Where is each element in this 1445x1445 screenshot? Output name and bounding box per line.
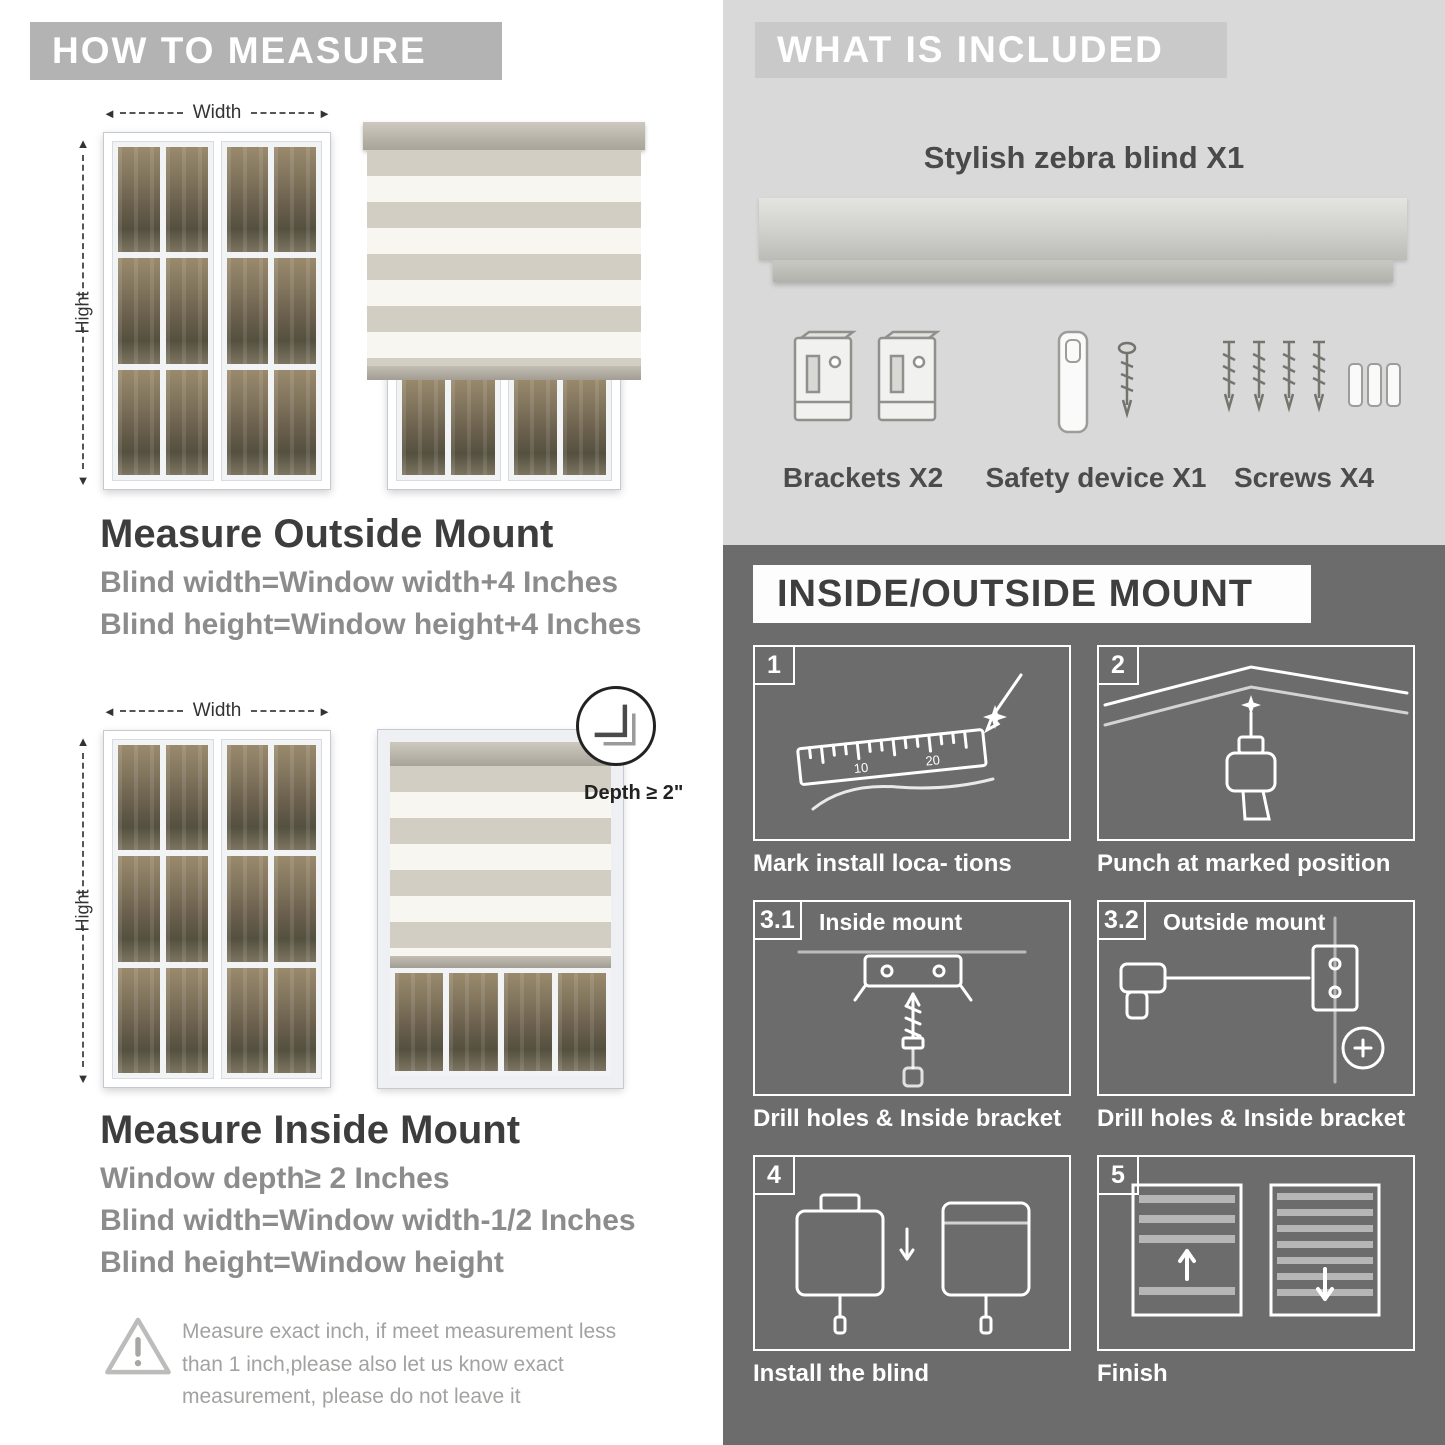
safety-device-label: Safety device X1 [985, 462, 1207, 493]
window-illustration-inside [103, 730, 331, 1088]
what-is-included-panel: WHAT IS INCLUDED Stylish zebra blind X1 [723, 0, 1445, 545]
finish-blinds-illustration [1131, 1183, 1381, 1317]
how-to-measure-header: HOW TO MEASURE [30, 22, 502, 80]
window-sash [112, 141, 214, 481]
how-to-measure-title: HOW TO MEASURE [52, 30, 427, 71]
screws-icon [1222, 340, 1401, 413]
window-frame [377, 729, 624, 1089]
step-4: 4 Install the blind [753, 1155, 1071, 1388]
svg-text:10: 10 [853, 760, 869, 776]
arrow-left-icon: ◄ [103, 703, 116, 719]
blind-outside-mount-illustration [363, 122, 645, 490]
step-4-caption: Install the blind [753, 1360, 930, 1387]
inside-mount-title: Measure Inside Mount [100, 1108, 521, 1152]
step-5: 5 Finish [1097, 1155, 1415, 1388]
step-3-2-panel: 3.2 Outside mount [1097, 900, 1415, 1096]
step-4-panel: 4 [753, 1155, 1071, 1351]
outside-formula-height: Blind height=Window height+4 Inches [100, 608, 642, 641]
blind-inside-mount-illustration [377, 729, 624, 1089]
width-label: Width [192, 700, 242, 721]
arrow-down-icon: ▼ [76, 1071, 90, 1086]
blind-headrail [363, 122, 645, 150]
blind-headrail-illustration [759, 198, 1407, 260]
inside-formula-depth: Window depth≥ 2 Inches [100, 1162, 450, 1195]
zebra-stripes [367, 150, 641, 366]
step-2-caption: Punch at marked position [1097, 850, 1391, 877]
install-blind-illustration [795, 1193, 1031, 1335]
safety-device-icon [1057, 330, 1137, 434]
what-is-included-title: WHAT IS INCLUDED [777, 29, 1164, 70]
blind-headrail [390, 742, 611, 766]
drill-ceiling-illustration [1103, 665, 1409, 821]
step-1-number: 1 [755, 647, 795, 685]
width-measure-arrow-inside: ◄ Width ► [103, 700, 331, 722]
arrow-right-icon: ► [318, 703, 332, 719]
measure-warning-text: Measure exact inch, if meet measurement … [182, 1320, 617, 1409]
arrow-up-icon: ▲ [76, 136, 90, 151]
mount-header: INSIDE/OUTSIDE MOUNT [753, 565, 1311, 623]
mount-steps-grid: 10 20 1 Mark install loca- tions [753, 645, 1415, 1388]
width-measure-arrow-outside: ◄ Width ► [103, 102, 331, 124]
step-1: 10 20 1 Mark install loca- tions [753, 645, 1071, 878]
height-label: Hight [72, 290, 93, 334]
what-is-included-header: WHAT IS INCLUDED [755, 22, 1227, 78]
frame-corner-zoom-icon [594, 704, 636, 746]
mark-location-illustration: 10 20 [796, 673, 1023, 811]
step-3-1: 3.1 Inside mount Drill holes & Inside br… [753, 900, 1071, 1133]
outside-bracket-drill-illustration [1119, 916, 1385, 1084]
zebra-blind-label: Stylish zebra blind X1 [923, 140, 1245, 175]
step-2-panel: 2 [1097, 645, 1415, 841]
arrow-down-icon: ▼ [76, 473, 90, 488]
brackets-icon [793, 330, 941, 422]
step-3-2-caption: Drill holes & Inside bracket [1097, 1105, 1406, 1132]
step-5-number: 5 [1099, 1157, 1139, 1195]
step-3-2-label: Outside mount [1163, 909, 1326, 935]
inside-formula-width: Blind width=Window width-1/2 Inches [100, 1204, 636, 1237]
mount-instructions-panel: INSIDE/OUTSIDE MOUNT 10 20 [723, 545, 1445, 1445]
brackets-label: Brackets X2 [782, 462, 944, 493]
height-label: Hight [72, 888, 93, 932]
step-3-1-number: 3.1 [755, 902, 802, 940]
width-label: Width [192, 102, 242, 123]
step-1-panel: 10 20 1 [753, 645, 1071, 841]
blind-bottomrail [367, 366, 641, 380]
window-lower-panes [390, 968, 611, 1076]
window-sash [220, 141, 322, 481]
step-3-1-label: Inside mount [819, 909, 963, 935]
mount-header-title: INSIDE/OUTSIDE MOUNT [777, 572, 1254, 615]
step-3-2: 3.2 Outside mount Drill holes & Inside b… [1097, 900, 1415, 1133]
outside-formula-width: Blind width=Window width+4 Inches [100, 566, 619, 599]
window-illustration-outside [103, 132, 331, 490]
step-2: 2 Punch at marked position [1097, 645, 1415, 878]
height-measure-arrow-outside: ▲ Hight ▼ [70, 136, 96, 488]
inside-bracket-screw-illustration [797, 950, 1027, 1088]
blind-headrail-lip [773, 260, 1393, 282]
step-5-caption: Finish [1097, 1360, 1168, 1387]
step-1-caption: Mark install loca- tions [753, 850, 1012, 877]
depth-callout-label: Depth ≥ 2" [584, 782, 684, 804]
arrow-up-icon: ▲ [76, 734, 90, 749]
step-3-2-number: 3.2 [1099, 902, 1146, 940]
zebra-stripes [390, 766, 611, 956]
warning-triangle-icon [102, 1312, 174, 1385]
step-4-number: 4 [755, 1157, 795, 1195]
depth-zoom-callout [576, 686, 656, 766]
outside-mount-title: Measure Outside Mount [100, 512, 554, 556]
arrow-left-icon: ◄ [103, 105, 116, 121]
inside-formula-height: Blind height=Window height [100, 1246, 504, 1279]
svg-text:20: 20 [925, 752, 941, 768]
step-3-1-panel: 3.1 Inside mount [753, 900, 1071, 1096]
step-5-panel: 5 [1097, 1155, 1415, 1351]
step-2-number: 2 [1099, 647, 1139, 685]
arrow-right-icon: ► [318, 105, 332, 121]
screws-label: Screws X4 [1233, 462, 1375, 493]
blind-bottomrail [390, 956, 611, 968]
height-measure-arrow-inside: ▲ Hight ▼ [70, 734, 96, 1086]
step-3-1-caption: Drill holes & Inside bracket [753, 1105, 1062, 1132]
